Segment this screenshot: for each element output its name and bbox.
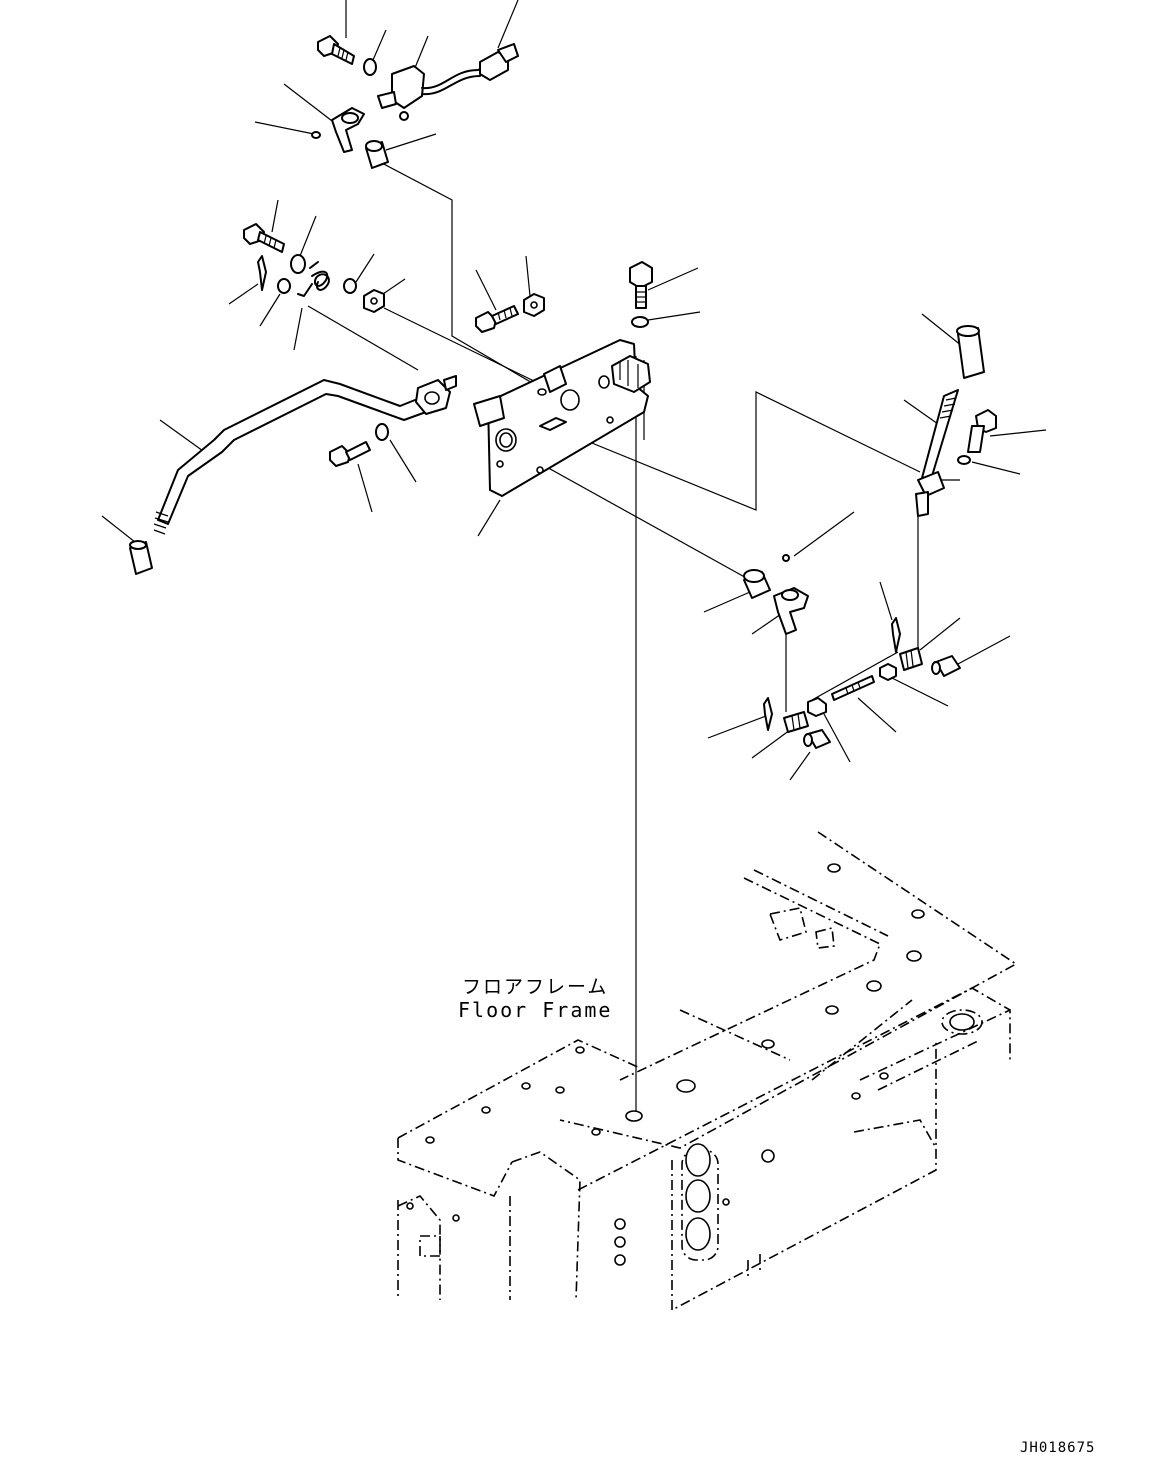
floor-frame-label-jp: フロアフレーム xyxy=(462,976,609,998)
collar-lower xyxy=(743,569,771,599)
nut-lower xyxy=(879,663,897,681)
washer-right xyxy=(343,278,357,294)
floor-frame-holes xyxy=(406,863,975,1266)
washer-lever xyxy=(375,423,389,441)
cotter-pin-left xyxy=(257,255,267,291)
cotter-pin-right xyxy=(891,617,901,653)
switch-lever xyxy=(311,107,365,153)
washer-mid xyxy=(290,254,306,274)
washer-vertical xyxy=(631,316,649,328)
connector xyxy=(479,43,519,81)
switch-body xyxy=(377,65,487,121)
bolt-right xyxy=(967,409,997,453)
washer-right-small xyxy=(957,455,971,465)
washer-small xyxy=(277,278,291,294)
lever-pivot xyxy=(415,375,457,415)
link-arm xyxy=(773,587,809,635)
spring-group xyxy=(243,223,385,313)
washer-top xyxy=(363,58,377,76)
floor-frame-label: Floor Frame xyxy=(458,998,613,1022)
collar-top xyxy=(365,140,389,169)
pin-right xyxy=(931,655,961,677)
nut-lower-left xyxy=(807,697,827,717)
limit-switch-group xyxy=(311,35,519,169)
nut-center xyxy=(523,293,545,317)
pin-small xyxy=(782,554,790,562)
threaded-rod xyxy=(831,675,875,701)
torsion-spring xyxy=(297,261,330,297)
knob-right xyxy=(956,325,985,379)
cotter-pin-lower xyxy=(763,697,773,731)
lever-thread xyxy=(153,511,169,535)
right-lever-group xyxy=(915,325,997,517)
clevis-right xyxy=(899,647,923,671)
clevis-lower xyxy=(783,711,809,733)
floor-frame xyxy=(397,831,1018,1312)
drawing-number: JH018675 xyxy=(1020,1440,1096,1456)
bolt-vertical xyxy=(629,261,653,309)
alignment-lines xyxy=(307,161,960,1118)
connector-block xyxy=(611,355,651,393)
bolt-lever xyxy=(329,441,371,467)
lever-grip xyxy=(129,540,153,575)
pin-lower xyxy=(803,729,831,749)
bolt-center xyxy=(475,305,519,333)
rod-right xyxy=(915,389,959,517)
nut-mid xyxy=(363,289,385,313)
bolt-top xyxy=(317,35,355,65)
linkage-group xyxy=(743,554,961,749)
center-bracket xyxy=(473,339,649,497)
lever-rod xyxy=(153,375,457,535)
bolt-mid xyxy=(243,223,285,253)
